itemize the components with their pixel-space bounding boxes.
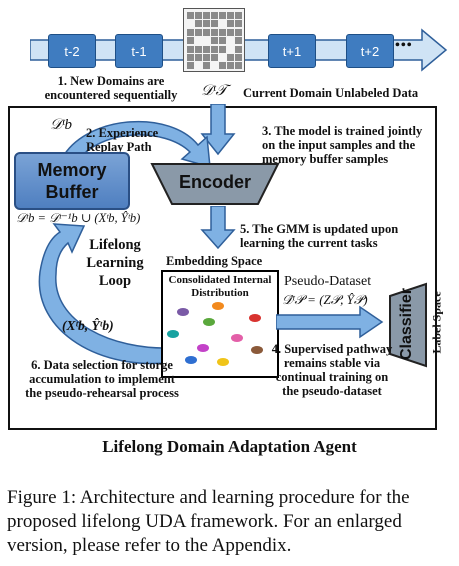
encoder-shape <box>150 163 280 205</box>
cluster-red <box>249 314 261 322</box>
digit-thumbnail <box>195 12 202 19</box>
digit-thumbnail <box>211 28 218 36</box>
digit-thumbnail <box>219 45 226 53</box>
consolidated-label: Consolidated Internal Distribution <box>168 274 272 299</box>
memory-buffer: Memory Buffer <box>14 152 130 210</box>
digit-thumbnail <box>227 20 234 28</box>
cluster-orange <box>212 302 224 310</box>
encoder-label: Encoder <box>178 172 252 192</box>
digit-thumbnail <box>211 37 218 45</box>
digit-thumbnail <box>195 20 202 28</box>
cluster-green <box>203 318 215 326</box>
buffer-update-formula: 𝒟ᵗb = 𝒟ᵗ⁻¹b ∪ (Xᵗb, Ŷᵗb) <box>16 211 141 225</box>
classifier-shape <box>389 282 427 368</box>
experience-replay-label: 2. Experience Replay Path <box>86 126 159 154</box>
digit-thumbnail <box>235 54 242 61</box>
new-domains-label: 1. New Domains are encountered sequentia… <box>44 74 178 102</box>
timeline-box-t-2: t-2 <box>48 34 96 68</box>
selected-pair-formula: (Xᵗb, Ŷᵗb) <box>62 318 114 333</box>
cluster-yellow <box>217 358 229 366</box>
digit-thumbnail <box>235 28 242 36</box>
digit-thumbnail <box>235 12 242 19</box>
pseudo-dataset-formula: 𝒟̂ᵗ𝒫 = (Z𝒫, Ŷ𝒫) <box>282 292 368 307</box>
digit-thumbnail <box>211 54 218 61</box>
timeline-box-t+1: t+1 <box>268 34 316 68</box>
cluster-brown <box>251 346 263 354</box>
figure-caption: Figure 1: Architecture and learning proc… <box>7 487 410 556</box>
digit-thumbnail <box>203 62 210 70</box>
timeline-box-t-1: t-1 <box>115 34 163 68</box>
input-down-arrow <box>200 104 236 156</box>
digit-thumbnail <box>219 37 226 45</box>
digit-thumbnail <box>203 45 210 53</box>
digit-thumbnail <box>235 37 242 45</box>
digit-thumbnail <box>235 62 242 70</box>
pseudo-dataset-title: Pseudo-Dataset <box>284 274 372 289</box>
cluster-purple <box>177 308 189 316</box>
experience-replay-arrow <box>62 120 211 169</box>
pseudo-dataset-arrow <box>276 305 384 339</box>
gmm-update-label: 5. The GMM is updated upon learning the … <box>240 222 399 250</box>
agent-title: Lifelong Domain Adaptation Agent <box>102 437 357 456</box>
digit-thumbnail <box>187 54 194 61</box>
digit-thumbnail <box>203 28 210 36</box>
buffer-symbol: 𝒟ᵗb <box>50 117 72 133</box>
digit-thumbnail <box>219 28 226 36</box>
digit-thumbnail <box>219 62 226 70</box>
cluster-blue <box>185 356 197 364</box>
digit-thumbnail <box>235 20 242 28</box>
digit-thumbnail <box>211 45 218 53</box>
current-domain-symbol: 𝒟ᵗ𝒯 <box>201 83 227 99</box>
current-domain-image <box>183 8 245 72</box>
digit-thumbnail <box>187 45 194 53</box>
digit-thumbnail <box>235 45 242 53</box>
digit-thumbnail <box>211 20 218 28</box>
digit-thumbnail <box>187 37 194 45</box>
embedding-space-label: Embedding Space <box>166 254 263 268</box>
cluster-magenta <box>197 344 209 352</box>
classifier-label: Classifier <box>398 287 415 361</box>
digit-thumbnail <box>203 12 210 19</box>
trained-jointly-label: 3. The model is trained jointly on the i… <box>262 124 423 166</box>
current-domain-label: Current Domain Unlabeled Data <box>243 86 419 100</box>
lifelong-loop-arrow <box>38 223 175 365</box>
cluster-teal <box>167 330 179 338</box>
cluster-plot <box>167 302 263 366</box>
lifelong-loop-label: Lifelong Learning Loop <box>86 237 144 289</box>
label-space-label: Label Space <box>429 291 444 354</box>
digit-thumbnail <box>195 54 202 61</box>
digit-thumbnail <box>219 12 226 19</box>
digit-thumbnail <box>195 28 202 36</box>
digit-thumbnail <box>187 12 194 19</box>
cluster-pink <box>231 334 243 342</box>
timeline-box-t+2: t+2 <box>346 34 394 68</box>
timeline-ellipsis: ••• <box>395 38 413 53</box>
digit-thumbnail <box>203 20 210 28</box>
supervised-pathway-label: 4. Supervised pathway remains stable via… <box>271 342 393 398</box>
memory-buffer-label: Memory Buffer <box>37 160 107 202</box>
consolidated-distribution-box: Consolidated Internal Distribution <box>161 270 279 378</box>
digit-thumbnail <box>195 45 202 53</box>
data-selection-label: 6. Data selection for storge accumulatio… <box>25 358 179 400</box>
digit-thumbnail <box>227 28 234 36</box>
digit-thumbnail <box>227 62 234 70</box>
digit-thumbnail <box>203 54 210 61</box>
digit-thumbnail <box>187 62 194 70</box>
digit-thumbnail <box>187 28 194 36</box>
digit-thumbnail <box>227 12 234 19</box>
digit-thumbnail <box>211 12 218 19</box>
digit-thumbnail <box>227 54 234 61</box>
encoder-down-arrow <box>200 206 236 250</box>
